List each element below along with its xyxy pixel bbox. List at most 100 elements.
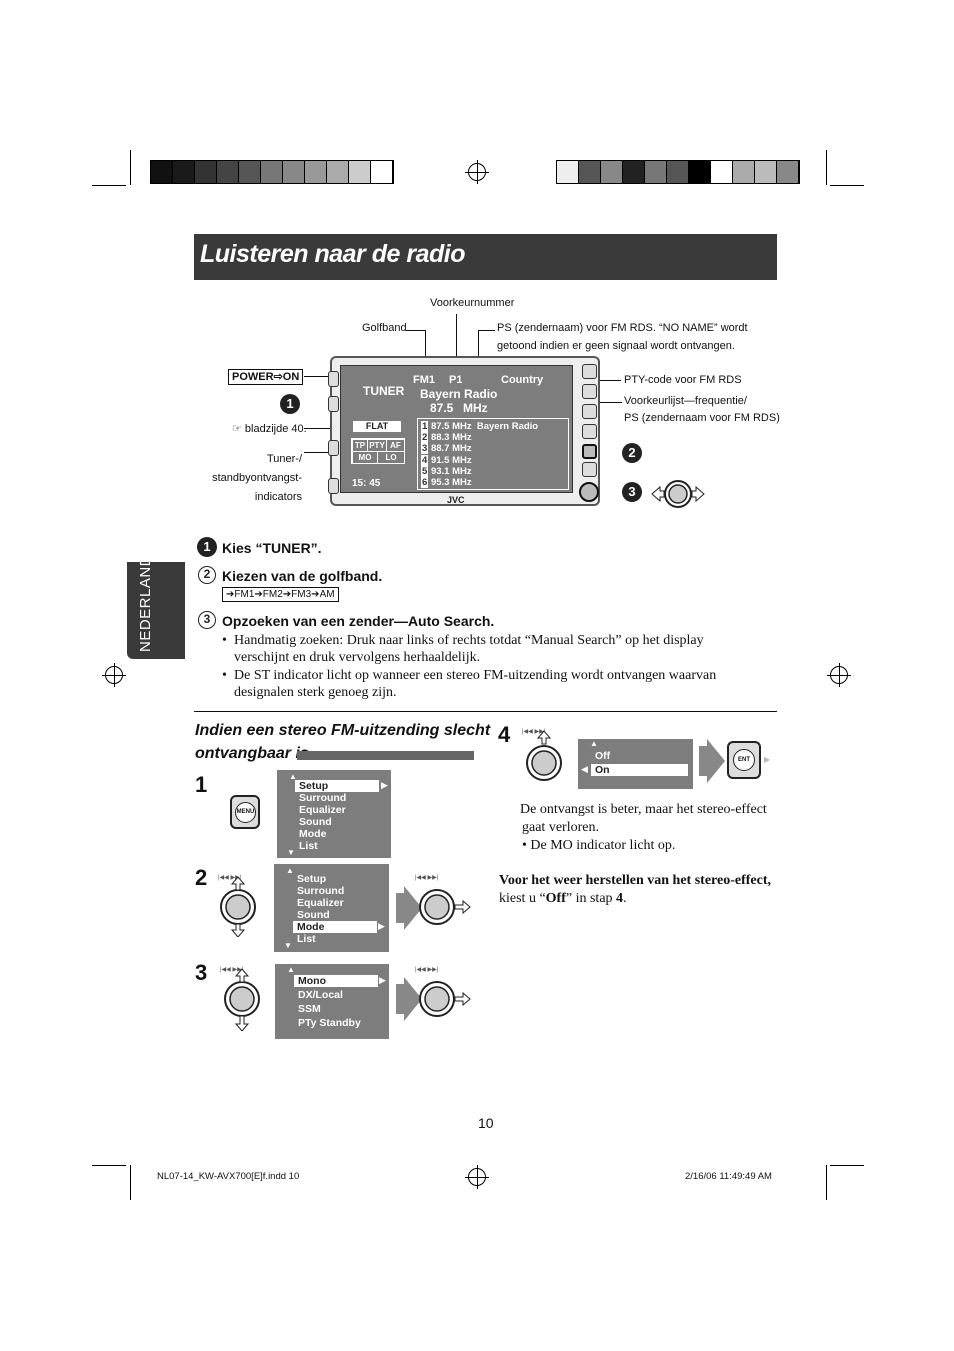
- svg-text:|◀◀ ▶▶|: |◀◀ ▶▶|: [220, 967, 244, 973]
- step-3-text: Opzoeken van een zender—Auto Search.: [222, 613, 495, 629]
- band-button[interactable]: [582, 444, 597, 459]
- label-ps-line2: getoond indien er geen signaal wordt ont…: [497, 340, 735, 352]
- right-arrow-icon: ▶: [764, 755, 771, 764]
- menu-item-mono[interactable]: Mono: [294, 975, 378, 987]
- svg-text:|◀◀ ▶▶|: |◀◀ ▶▶|: [415, 967, 439, 973]
- dial-left-right-icon: [650, 478, 706, 510]
- stereo-heading-line2: ontvangbaar is: [195, 745, 309, 762]
- band-fm3: FM3: [291, 589, 312, 600]
- screen-band: FM1: [413, 374, 435, 386]
- step-1-text: Kies “TUNER”.: [222, 540, 322, 556]
- band-fm2: FM2: [262, 589, 283, 600]
- left-button[interactable]: [328, 396, 339, 412]
- menu-item-sound[interactable]: Sound: [297, 909, 330, 921]
- left-button[interactable]: [328, 371, 339, 387]
- power-label: POWER: [232, 371, 274, 383]
- menu-item-mode[interactable]: Mode: [299, 828, 327, 840]
- menu-item-list[interactable]: List: [299, 840, 318, 852]
- left-button[interactable]: [328, 440, 339, 456]
- step-number-2: 2: [198, 566, 216, 584]
- left-arrow-icon: ◀: [581, 764, 588, 774]
- registration-mark: [465, 160, 489, 184]
- crop-mark: [92, 185, 126, 186]
- dial-right-icon: |◀◀ ▶▶|: [415, 873, 471, 937]
- mo-indicator: MO: [353, 452, 377, 463]
- step-2-text: Kiezen van de golfband.: [222, 568, 383, 584]
- preset-row: 1 87.5 MHz Bayern Radio: [421, 421, 539, 432]
- sub-step-4: 4: [498, 722, 511, 747]
- svg-text:|◀◀ ▶▶|: |◀◀ ▶▶|: [218, 875, 242, 881]
- language-tab: NEDERLANDS: [127, 544, 185, 659]
- label-voorkeurnummer: Voorkeurnummer: [430, 297, 515, 309]
- menu-item-on[interactable]: On: [591, 764, 688, 776]
- left-button[interactable]: [328, 478, 339, 494]
- dial-up-icon: |◀◀ ▶▶|: [520, 727, 570, 791]
- menu-item-surround[interactable]: Surround: [299, 792, 347, 804]
- menu-item-equalizer[interactable]: Equalizer: [299, 804, 346, 816]
- sub-step-2: 2: [195, 865, 208, 890]
- screen-preset: P1: [449, 374, 463, 386]
- screen-freq: 87.5: [430, 401, 454, 415]
- ent-button[interactable]: ENT: [727, 741, 761, 779]
- menu-item-off[interactable]: Off: [595, 750, 611, 762]
- crop-mark: [830, 1165, 864, 1166]
- footer-date: 2/16/06 11:49:49 AM: [685, 1171, 772, 1182]
- menu-item-surround[interactable]: Surround: [297, 885, 345, 897]
- screen-clock: 15: 45: [352, 478, 381, 489]
- power-on-label: POWER⇨ON: [228, 369, 304, 385]
- up-arrow-icon: ▲: [287, 965, 295, 974]
- band-sequence: ➔FM1➔FM2➔FM3➔AM: [222, 587, 339, 602]
- right-button[interactable]: [582, 462, 597, 477]
- bullet-1: •: [222, 633, 227, 648]
- menu-item-ssm[interactable]: SSM: [298, 1003, 321, 1015]
- screen-pty: Country: [501, 374, 544, 386]
- right-button[interactable]: [582, 404, 597, 419]
- menu-item-setup[interactable]: Setup: [297, 873, 327, 885]
- menu-item-mode[interactable]: Mode: [293, 921, 377, 933]
- right-button[interactable]: [582, 364, 597, 379]
- ent-button-label: ENT: [733, 749, 755, 771]
- right-button[interactable]: [582, 384, 597, 399]
- menu-screen-2: ▲ Setup Surround Equalizer Sound Mode ▶ …: [274, 864, 389, 952]
- right-arrow-icon: ▶: [381, 780, 388, 790]
- unit-display: TUNER FM1 P1 Country Bayern Radio 87.5 M…: [340, 365, 573, 493]
- stereo-heading-line1: Indien een stereo FM-uitzending slecht: [195, 722, 491, 739]
- menu-item-equalizer[interactable]: Equalizer: [297, 897, 344, 909]
- bladzijde-text: bladzijde 40.: [244, 423, 307, 435]
- control-dial[interactable]: [579, 482, 599, 502]
- color-bar-left: [150, 160, 394, 184]
- restore-text: Voor het weer herstellen van het stereo-…: [499, 873, 772, 906]
- label-golfband: Golfband: [362, 322, 407, 334]
- menu-screen-3: ▲ Mono ▶ DX/Local SSM PTy Standby: [275, 964, 389, 1039]
- bullet-2: •: [222, 668, 227, 683]
- crop-mark: [826, 1165, 827, 1200]
- label-voorkeurlijst-line2: PS (zendernaam voor FM RDS): [624, 412, 780, 424]
- menu-item-list[interactable]: List: [297, 933, 316, 945]
- crop-mark: [92, 1165, 126, 1166]
- menu-item-dx-local[interactable]: DX/Local: [298, 989, 343, 1001]
- tuner-ind-line1: Tuner-/: [266, 453, 302, 465]
- bullet-2-text: De ST indicator licht op wanneer een ste…: [234, 668, 717, 700]
- preset-row: 4 91.5 MHz: [421, 454, 472, 466]
- menu-item-sound[interactable]: Sound: [299, 816, 332, 828]
- callout-2: 2: [622, 443, 642, 463]
- down-arrow-icon: ▼: [287, 848, 295, 857]
- af-indicator: AF: [387, 440, 404, 451]
- callout-3: 3: [622, 482, 642, 502]
- tp-indicator: TP: [353, 440, 367, 451]
- next-arrow-icon: [404, 886, 422, 930]
- section-divider: [194, 711, 777, 712]
- band-fm1: FM1: [234, 589, 255, 600]
- indicator-box: TP PTY AF MO LO: [351, 438, 405, 464]
- registration-mark: [827, 663, 851, 687]
- svg-text:|◀◀ ▶▶|: |◀◀ ▶▶|: [522, 729, 546, 735]
- preset-row: 6 95.3 MHz: [421, 477, 472, 489]
- next-arrow-icon: [707, 739, 725, 783]
- page-title: Luisteren naar de radio: [200, 240, 465, 268]
- label-pty: PTY-code voor FM RDS: [624, 374, 742, 386]
- right-button[interactable]: [582, 424, 597, 439]
- preset-row: 2 88.3 MHz: [421, 432, 472, 444]
- menu-item-pty-standby[interactable]: PTy Standby: [298, 1017, 361, 1029]
- menu-item-setup[interactable]: Setup: [295, 780, 379, 792]
- menu-button[interactable]: MENU: [230, 795, 260, 829]
